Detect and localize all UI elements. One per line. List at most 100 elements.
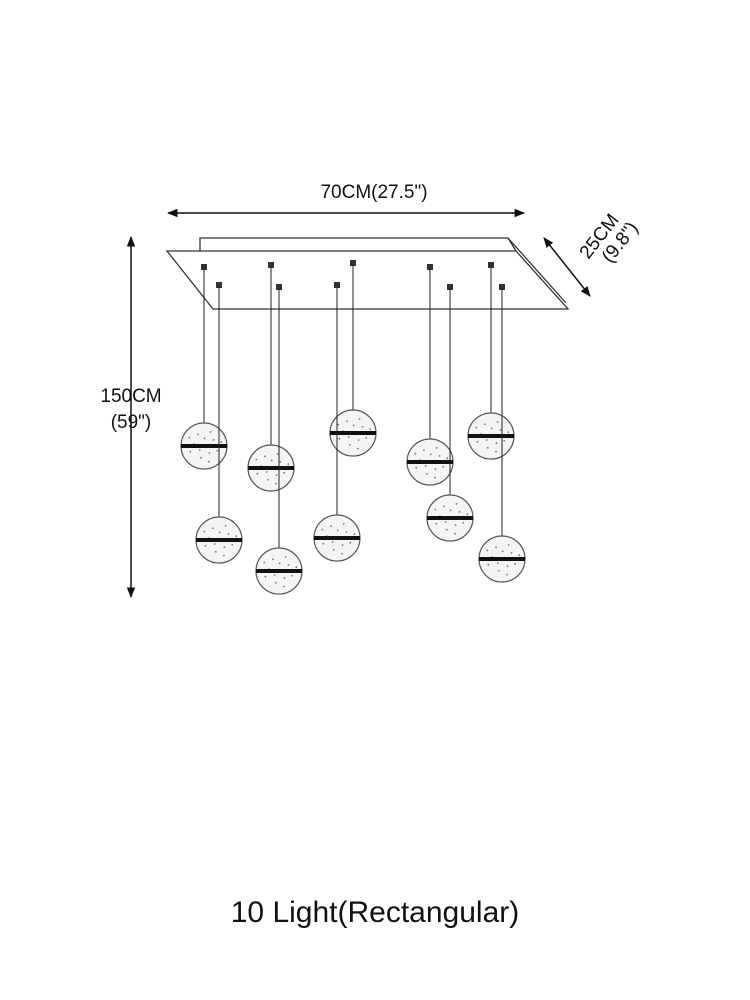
- globe-bubble: [295, 566, 298, 569]
- globe-bubble: [338, 437, 341, 440]
- globe-bubble: [443, 505, 445, 508]
- globe-bubble: [204, 544, 207, 547]
- globe-bubble: [208, 452, 211, 454]
- globe-bubble: [455, 503, 458, 505]
- globe-band: [248, 466, 294, 470]
- globe-bubble: [454, 524, 457, 526]
- globe-band: [407, 460, 453, 464]
- pendant-cap: [499, 284, 505, 290]
- pendant-light: [329, 260, 377, 457]
- pendant-light: [313, 282, 361, 562]
- pendant-cap: [268, 262, 274, 268]
- globe-bubble: [332, 548, 335, 551]
- globe-bubble: [275, 482, 277, 485]
- globe-bubble: [486, 446, 489, 449]
- globe-bubble: [507, 431, 510, 434]
- globe-bubble: [322, 542, 325, 545]
- globe-bubble: [425, 472, 428, 475]
- globe-bubble: [227, 533, 230, 535]
- width-dimension: 70CM(27.5"): [166, 182, 526, 218]
- globe-bubble: [415, 466, 418, 469]
- pendant-cap: [427, 264, 433, 270]
- globe-bubble: [279, 461, 282, 463]
- globe-bubble: [208, 460, 210, 463]
- pendant-light: [255, 284, 303, 595]
- globe-bubble: [235, 535, 238, 538]
- globe-bubble: [358, 418, 361, 420]
- globe-bubble: [270, 459, 273, 462]
- globe-bubble: [506, 573, 508, 576]
- globe-bubble: [188, 436, 191, 439]
- globe-bubble: [337, 423, 340, 426]
- globe-band: [330, 431, 376, 435]
- globe-bubble: [449, 509, 452, 512]
- pendant-light: [406, 264, 454, 486]
- canopy-plate: [165, 237, 570, 310]
- globe-band: [427, 516, 473, 520]
- globe-bubble: [434, 468, 437, 470]
- globe-bubble: [348, 443, 351, 446]
- pendant-cap: [201, 264, 207, 270]
- globe-bubble: [341, 552, 343, 555]
- globe-bubble: [223, 554, 225, 557]
- globe-bubble: [263, 561, 266, 564]
- globe-bubble: [266, 478, 269, 481]
- globe-bubble: [435, 522, 438, 525]
- globe-bubble: [203, 530, 206, 533]
- globe-bubble: [497, 569, 500, 572]
- globe-bubble: [287, 564, 290, 566]
- pendant-light: [478, 284, 526, 583]
- pendant-lights: [180, 260, 526, 595]
- globe-bubble: [264, 455, 266, 458]
- globe-bubble: [218, 531, 221, 534]
- globe-bubble: [347, 436, 350, 438]
- globe-bubble: [349, 541, 352, 544]
- globe-band: [256, 569, 302, 573]
- globe-bubble: [514, 562, 517, 565]
- globe-bubble: [341, 544, 344, 546]
- globe-bubble: [283, 577, 286, 579]
- globe-bubble: [330, 525, 332, 528]
- globe-bubble: [223, 546, 226, 548]
- globe-bubble: [458, 511, 461, 513]
- globe-bubble: [213, 543, 216, 545]
- globe-band: [181, 444, 227, 448]
- globe-bubble: [495, 546, 497, 549]
- globe-bubble: [496, 562, 499, 564]
- pendant-cap: [488, 262, 494, 268]
- globe-bubble: [495, 450, 497, 453]
- pendant-cap: [447, 284, 453, 290]
- globe-bubble: [501, 550, 504, 553]
- globe-bubble: [499, 429, 502, 431]
- height-label-in: (59"): [111, 412, 152, 433]
- globe-bubble: [342, 523, 345, 525]
- pendant-light: [195, 282, 243, 564]
- globe-bubble: [256, 472, 259, 475]
- globe-bubble: [506, 565, 509, 567]
- globe-bubble: [231, 543, 234, 546]
- pendant-cap: [276, 284, 282, 290]
- globe-bubble: [357, 447, 359, 450]
- globe-bubble: [352, 424, 355, 427]
- globe-bubble: [287, 463, 290, 466]
- globe-bubble: [189, 450, 192, 453]
- globe-bubble: [507, 544, 510, 546]
- globe-bubble: [444, 521, 447, 523]
- width-label: 70CM(27.5"): [320, 182, 427, 203]
- globe-bubble: [345, 531, 348, 533]
- depth-arrow: [543, 237, 591, 297]
- globe-bubble: [518, 554, 521, 557]
- globe-bubble: [454, 532, 456, 535]
- globe-bubble: [485, 439, 488, 441]
- globe-bubble: [276, 453, 279, 455]
- globe-band: [468, 434, 514, 438]
- globe-bubble: [198, 449, 201, 451]
- globe-bubble: [216, 449, 219, 452]
- globe-bubble: [476, 440, 479, 443]
- pendant-cap: [216, 282, 222, 288]
- pendant-light: [467, 262, 515, 460]
- globe-bubble: [462, 521, 465, 524]
- globe-bubble: [445, 528, 448, 531]
- globe-bubble: [475, 426, 478, 429]
- globe-bubble: [283, 585, 285, 588]
